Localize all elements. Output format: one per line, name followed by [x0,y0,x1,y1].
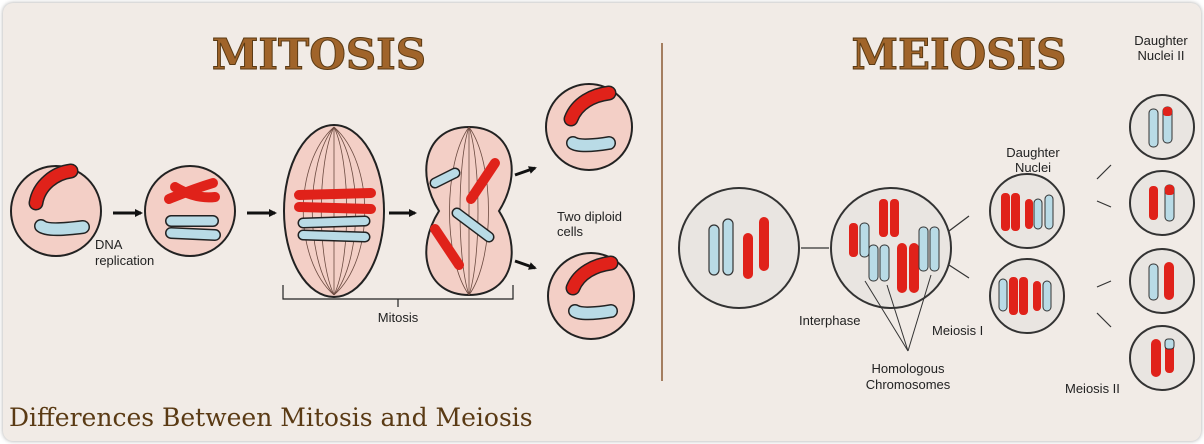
mitosis-daughter-cell-upper [546,84,632,170]
mitosis-bracket-label: Mitosis [378,310,419,325]
daughter-nuclei-label-1: Daughter [1006,145,1060,160]
mitosis-cell-replicated [145,166,235,256]
meiosis-daughter-nucleus-ii-3 [1130,249,1194,313]
mitosis-cell-anaphase [426,127,511,295]
meiosis-daughter-nucleus-lower [990,259,1064,333]
two-diploid-label: Two diploid [557,209,622,224]
mitosis-daughter-cell-lower [548,253,634,339]
daughter-nuclei-label-2: Nuclei [1015,160,1051,175]
meiosis-daughter-nucleus-upper [990,174,1064,248]
mitosis-meiosis-diagram: MITOSIS MEIOSIS DNA replication [3,3,1201,441]
meiosis-i-label: Meiosis I [932,323,983,338]
homologous-label: Homologous [872,361,945,376]
meiosis-daughter-nucleus-ii-1 [1130,95,1194,159]
chromosomes-label: Chromosomes [866,377,951,392]
meiosis-cell-interphase [679,188,799,308]
meiosis-daughter-nucleus-ii-4 [1130,326,1194,390]
meiosis-daughter-nucleus-ii-2 [1130,171,1194,235]
mitosis-heading: MITOSIS [212,30,426,79]
meiosis-cell-meiosis-i [831,188,951,308]
arrow-upper [515,168,535,175]
arrow-lower [515,261,535,268]
mitosis-cell-interphase [11,166,101,256]
diagram-frame: MITOSIS MEIOSIS DNA replication [3,3,1201,441]
meiosis-heading: MEIOSIS [851,30,1066,79]
meiosis-ii-label: Meiosis II [1065,381,1120,396]
interphase-label: Interphase [799,313,860,328]
daughter-nuclei-ii-label-2: Nuclei II [1138,48,1185,63]
dna-label: DNA [95,237,123,252]
daughter-nuclei-ii-label-1: Daughter [1134,33,1188,48]
cells-label: cells [557,224,584,239]
replication-label: replication [95,253,154,268]
caption: Differences Between Mitosis and Meiosis [9,403,533,432]
mitosis-cell-metaphase [284,125,384,297]
